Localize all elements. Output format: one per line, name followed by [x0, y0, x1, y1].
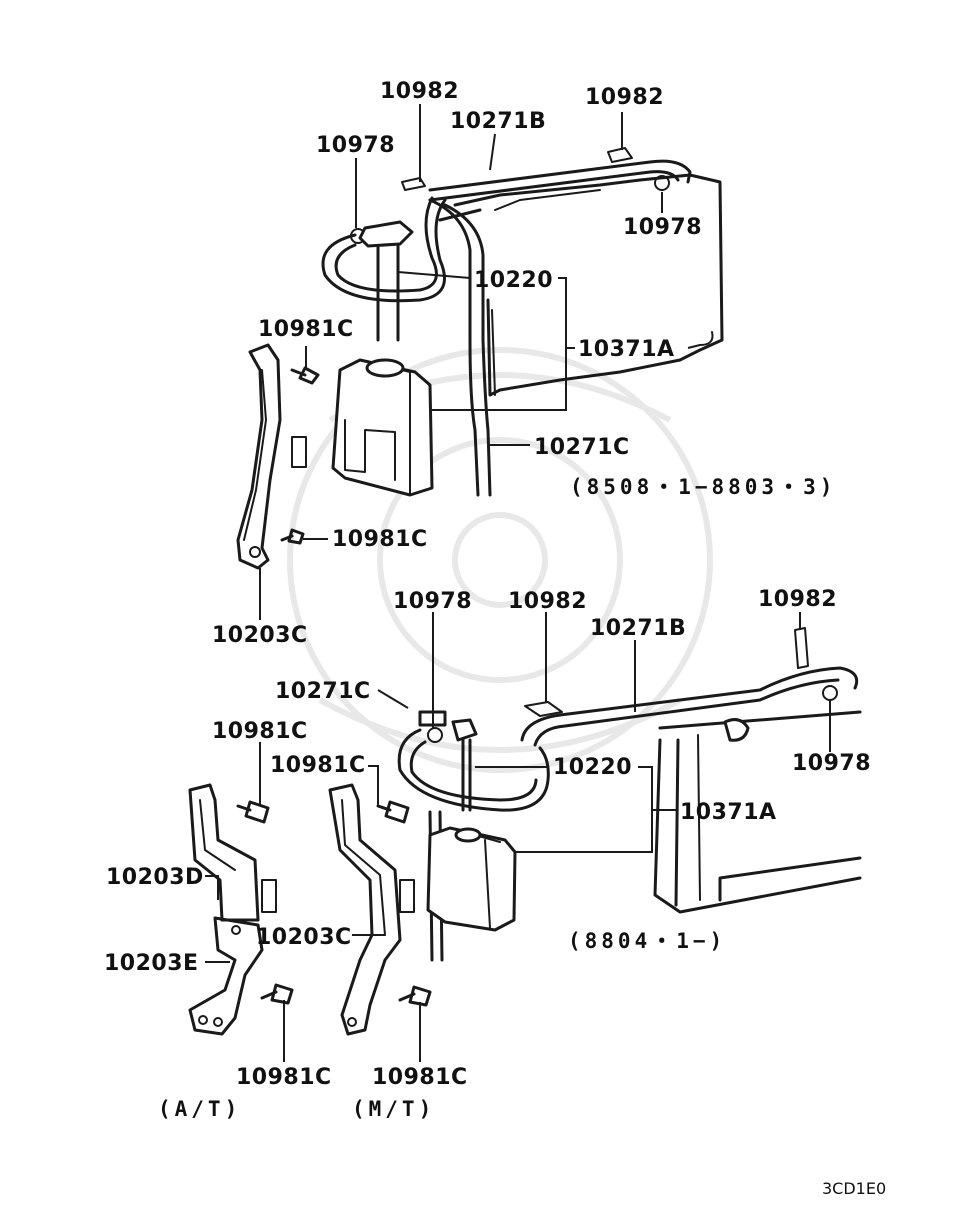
- label-hose-top-bottom: 10271B: [590, 616, 686, 641]
- label-tank-top: 10371A: [578, 337, 675, 362]
- lower-hose-top: [428, 198, 492, 497]
- label-date-range-bottom: (8804・1−): [568, 929, 726, 953]
- label-bolt-top-upper: 10981C: [258, 317, 354, 342]
- diagram-code: 3CD1E0: [822, 1179, 886, 1198]
- clamp-top-right: [654, 175, 670, 191]
- label-hose-top: 10271B: [450, 109, 546, 134]
- label-clamp-top-right: 10978: [623, 215, 702, 240]
- upper-hose-top: [428, 159, 692, 192]
- label-hose-lower-top: 10271C: [534, 435, 630, 460]
- bolt-top-upper: [290, 366, 320, 385]
- bolt-mt-lower: [398, 985, 432, 1007]
- overflow-hose-bottom: [397, 728, 550, 812]
- label-hose-clip-bottom-right: 10982: [758, 587, 837, 612]
- label-bracket-d: 10203D: [106, 865, 204, 890]
- label-overflow-hose-top: 10220: [474, 268, 553, 293]
- hose-clip-bottom-mid: [524, 701, 563, 717]
- label-bracket-e: 10203E: [104, 951, 199, 976]
- label-hose-clip-top-left: 10982: [380, 79, 459, 104]
- label-hose-clip-top-right: 10982: [585, 85, 664, 110]
- reservoir-tank-top: [331, 358, 434, 497]
- filler-cap-top: [358, 220, 414, 248]
- label-overflow-hose-bottom: 10220: [553, 755, 632, 780]
- bracket-d: [188, 783, 260, 922]
- label-bolt-top-lower: 10981C: [332, 527, 428, 552]
- label-tank-bottom: 10371A: [680, 800, 777, 825]
- bolt-top-lower: [280, 528, 305, 545]
- hose-clip-top-left: [401, 177, 426, 191]
- label-bracket-top: 10203C: [212, 623, 308, 648]
- bolt-at-upper: [236, 800, 270, 824]
- label-variant-at: (A/T): [158, 1097, 241, 1121]
- leader-lines: [205, 104, 831, 1062]
- label-bolt-mt-lower: 10981C: [372, 1065, 468, 1090]
- label-date-range-top: (8508・1−8803・3): [570, 475, 836, 499]
- reservoir-tank-bottom: [426, 826, 517, 932]
- labels-bottom: 10978 10982 10271B 10982 10271C 10981C 1…: [104, 587, 871, 1121]
- label-bolt-at-lower: 10981C: [236, 1065, 332, 1090]
- label-clamp-bottom-right: 10978: [792, 751, 871, 776]
- label-bracket-c-bottom: 10203C: [256, 925, 352, 950]
- label-hose-left-bottom: 10271C: [275, 679, 371, 704]
- bolt-at-lower: [260, 983, 294, 1005]
- top-assembly: [236, 147, 724, 570]
- label-bolt-mt-upper: 10981C: [270, 753, 366, 778]
- bracket-top: [236, 343, 282, 570]
- bracket-e: [188, 916, 264, 1036]
- upper-hose-bottom: [520, 666, 859, 747]
- bolt-mt-upper: [376, 800, 410, 824]
- label-clamp-bottom-left: 10978: [393, 589, 472, 614]
- label-hose-clip-bottom-mid: 10982: [508, 589, 587, 614]
- bottom-assembly: [188, 627, 862, 1036]
- radiator-top: [453, 173, 724, 397]
- clamp-bottom-right: [822, 685, 838, 701]
- bracket-c-bottom: [328, 783, 402, 1036]
- label-clamp-top-left: 10978: [316, 133, 395, 158]
- label-variant-mt: (M/T): [352, 1097, 435, 1121]
- clamp-bottom-left: [427, 727, 443, 743]
- labels-top: 10982 10271B 10982 10978 10978 10220 103…: [212, 79, 836, 648]
- hose-clip-top-right: [607, 147, 633, 163]
- radiator-bottom: [653, 710, 862, 914]
- overflow-hose-top: [321, 198, 447, 303]
- hose-clip-bottom-right: [794, 627, 809, 669]
- label-bolt-at-upper: 10981C: [212, 719, 308, 744]
